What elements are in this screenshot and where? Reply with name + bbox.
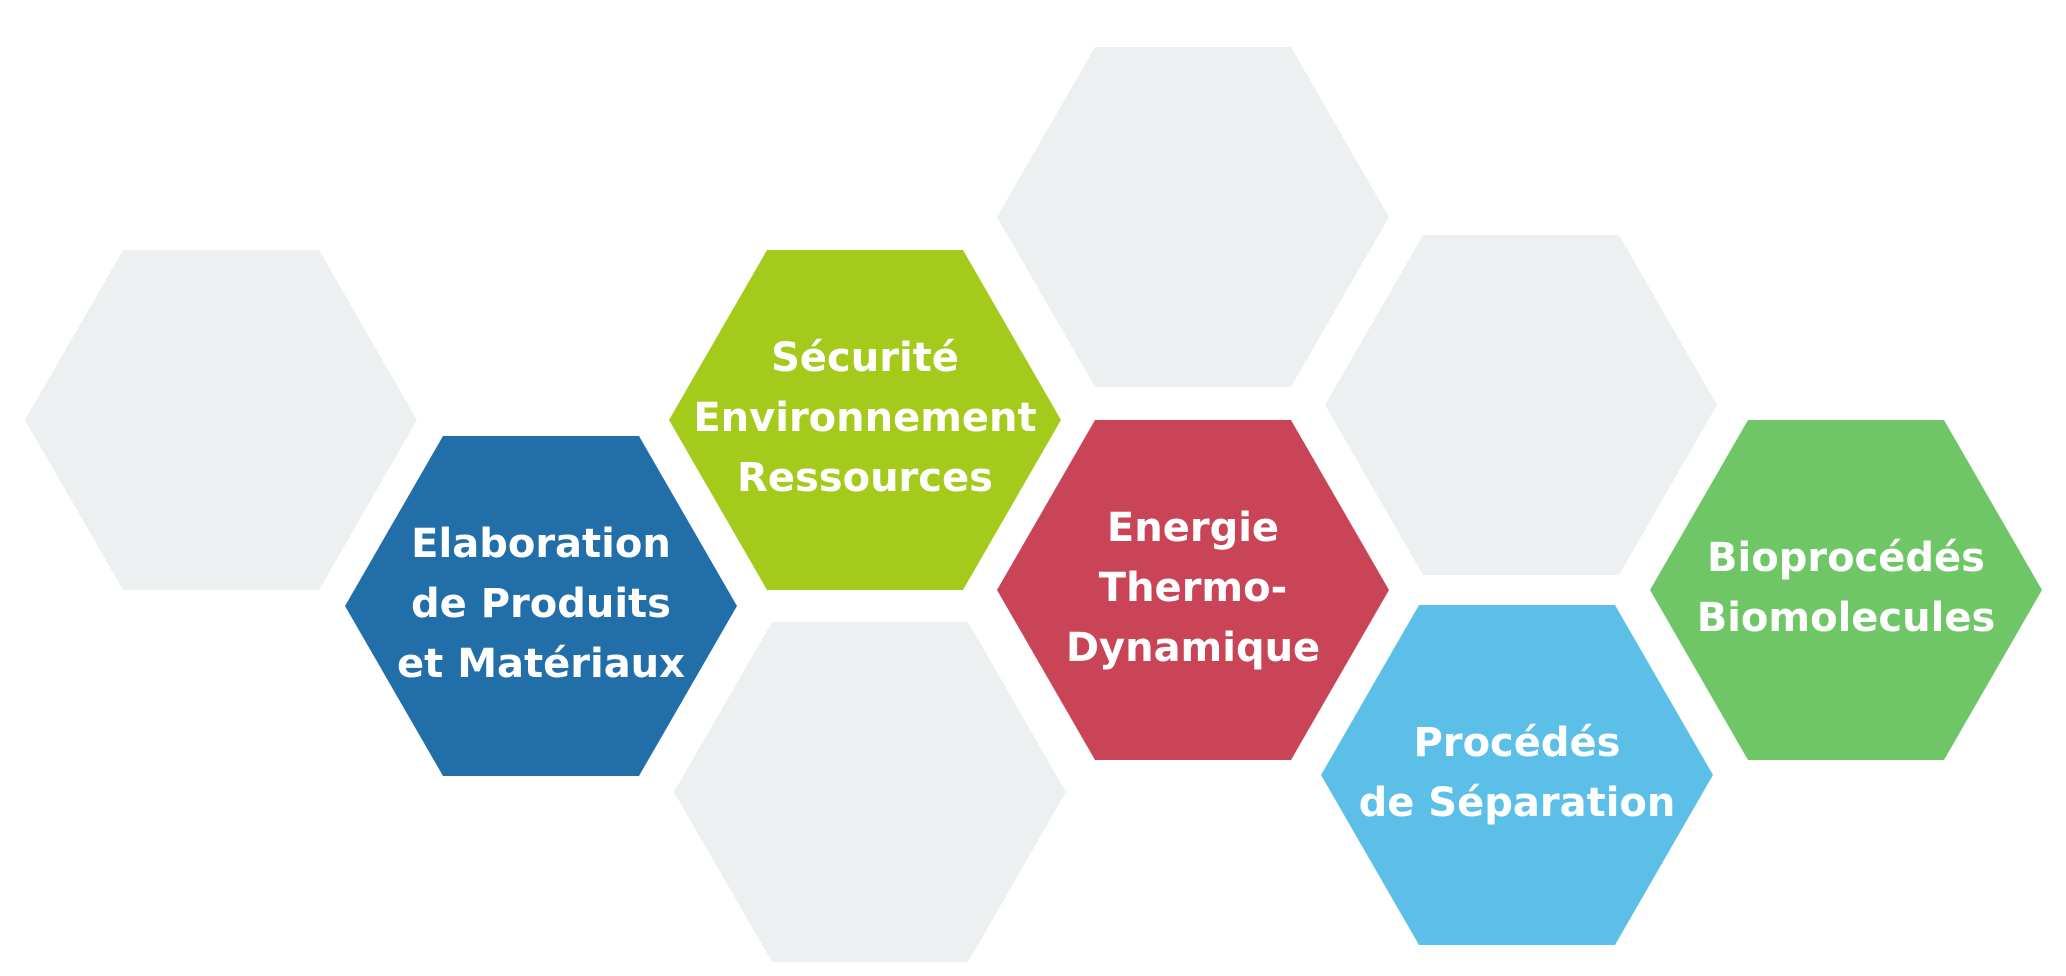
hexagon-label-line: Thermo- [1099, 565, 1287, 611]
hexagon-label-line: Procédés [1414, 720, 1621, 766]
hexagon-shape [25, 250, 417, 590]
hexagon-empty-1 [25, 250, 417, 590]
hexagon-shape [997, 420, 1389, 760]
hexagon-shape [345, 436, 737, 776]
hexagon-shape [1321, 605, 1713, 945]
hexagon-shape [674, 622, 1066, 962]
hexagon-label-line: Dynamique [1066, 625, 1320, 671]
hexagon-shape [669, 250, 1061, 590]
hexagon-elaboration[interactable]: Elaboration de Produits et Matériaux [345, 436, 737, 776]
hexagon-label-line: Ressources [737, 455, 993, 501]
hexagon-label-line: et Matériaux [397, 641, 685, 687]
hexagon-label-line: de Séparation [1359, 780, 1676, 826]
hexagon-shape [997, 47, 1389, 387]
hexagon-empty-4 [1325, 235, 1717, 575]
hexagon-shape [1325, 235, 1717, 575]
hexagon-label-line: de Produits [411, 581, 671, 627]
hexagon-label-line: Sécurité [771, 335, 959, 381]
hexagon-label-line: Bioprocédés [1707, 535, 1985, 581]
hexagon-label-line: Elaboration [411, 521, 671, 567]
hexagon-empty-2 [997, 47, 1389, 387]
hexagon-separation[interactable]: Procédés de Séparation [1321, 605, 1713, 945]
hexagon-shape [1650, 420, 2042, 760]
hexagon-label-line: Environnement [693, 395, 1036, 441]
hexagon-label-line: Energie [1107, 505, 1279, 551]
hexagon-label-line: Biomolecules [1697, 595, 1996, 641]
hexagon-empty-3 [674, 622, 1066, 962]
